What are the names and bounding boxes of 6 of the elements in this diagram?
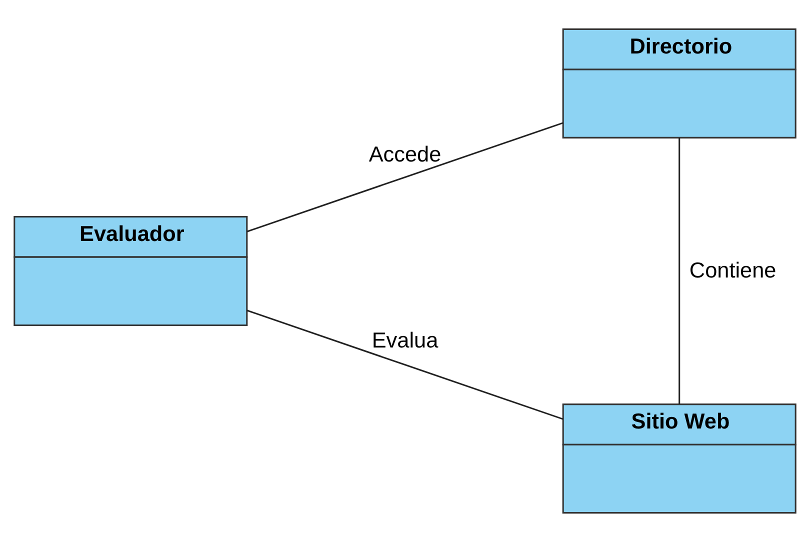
- connector: [246, 122, 564, 232]
- connector: [678, 138, 680, 404]
- edge-label: Accede: [368, 141, 442, 166]
- edge-label: Evalua: [372, 327, 438, 352]
- edge-label: Contiene: [689, 258, 776, 283]
- connector: [246, 310, 564, 420]
